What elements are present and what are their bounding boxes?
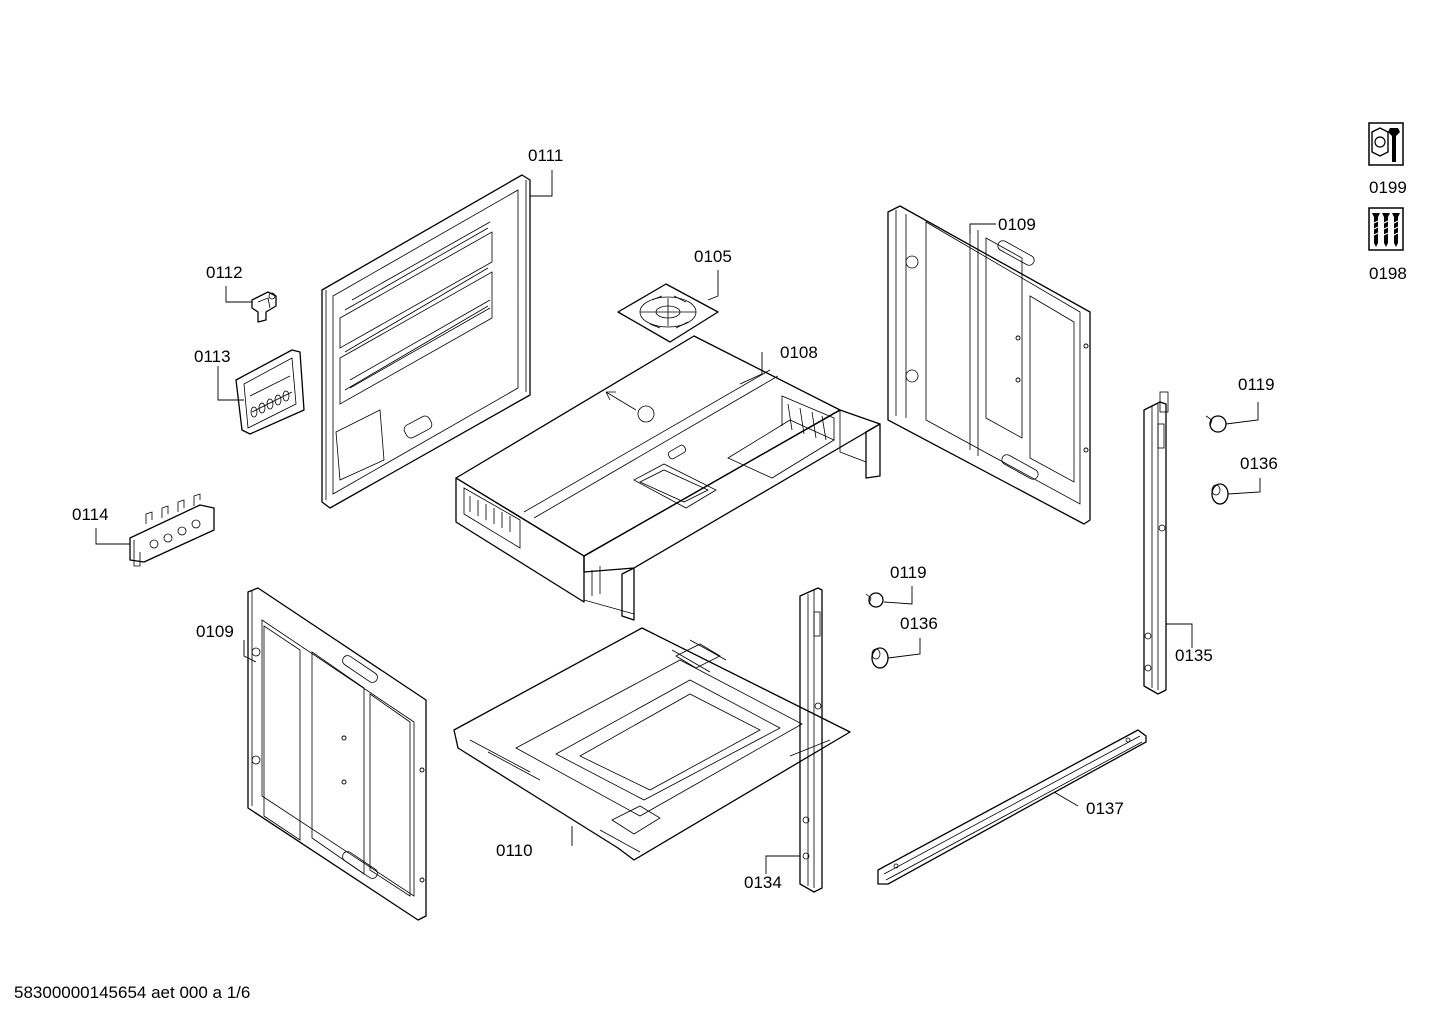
label-0136-upper: 0136 (1240, 454, 1278, 473)
part-0110-bottom-tray[interactable] (453, 627, 851, 861)
part-0136-bushing-upper[interactable] (1211, 483, 1229, 505)
part-0114-terminal-block[interactable] (129, 493, 215, 567)
label-0105: 0105 (694, 247, 732, 266)
label-0109-right: 0109 (998, 215, 1036, 234)
screws-icon[interactable] (1368, 207, 1404, 251)
part-0109-left-side-panel[interactable] (247, 587, 427, 921)
part-0113-bracket[interactable] (235, 349, 305, 435)
label-0114: 0114 (72, 505, 109, 524)
label-0136-lower: 0136 (900, 614, 938, 633)
part-0137-strip[interactable] (877, 729, 1147, 885)
label-0199: 0199 (1369, 178, 1407, 197)
label-0108: 0108 (780, 343, 818, 362)
part-0111-back-panel[interactable] (321, 174, 531, 509)
part-0119-knob-upper[interactable] (1205, 415, 1227, 433)
label-0112: 0112 (206, 263, 243, 282)
part-0135-rail[interactable] (1143, 391, 1169, 695)
label-0111: 0111 (528, 146, 564, 165)
label-0134: 0134 (744, 873, 782, 892)
label-0135: 0135 (1175, 646, 1213, 665)
part-0119-knob-lower[interactable] (865, 592, 884, 608)
label-0137: 0137 (1086, 799, 1124, 818)
part-0109-right-side-panel[interactable] (887, 205, 1091, 525)
part-0112-clip[interactable] (251, 291, 277, 323)
part-0134-rail[interactable] (799, 587, 823, 893)
document-footer: 58300000145654 aet 000 a 1/6 (14, 983, 251, 1002)
label-0198: 0198 (1369, 264, 1407, 283)
part-0108-top-casing[interactable] (455, 335, 881, 621)
leader-lines (95, 170, 1261, 874)
label-0110: 0110 (496, 841, 533, 860)
label-0119-upper: 0119 (1238, 375, 1275, 394)
wrench-nut-icon[interactable] (1368, 122, 1404, 166)
label-0119-lower: 0119 (890, 563, 927, 582)
label-0109-left: 0109 (196, 622, 234, 641)
part-0136-bushing-lower[interactable] (871, 647, 889, 669)
label-0113: 0113 (194, 347, 231, 366)
part-0105-fan-gasket[interactable] (617, 283, 719, 343)
